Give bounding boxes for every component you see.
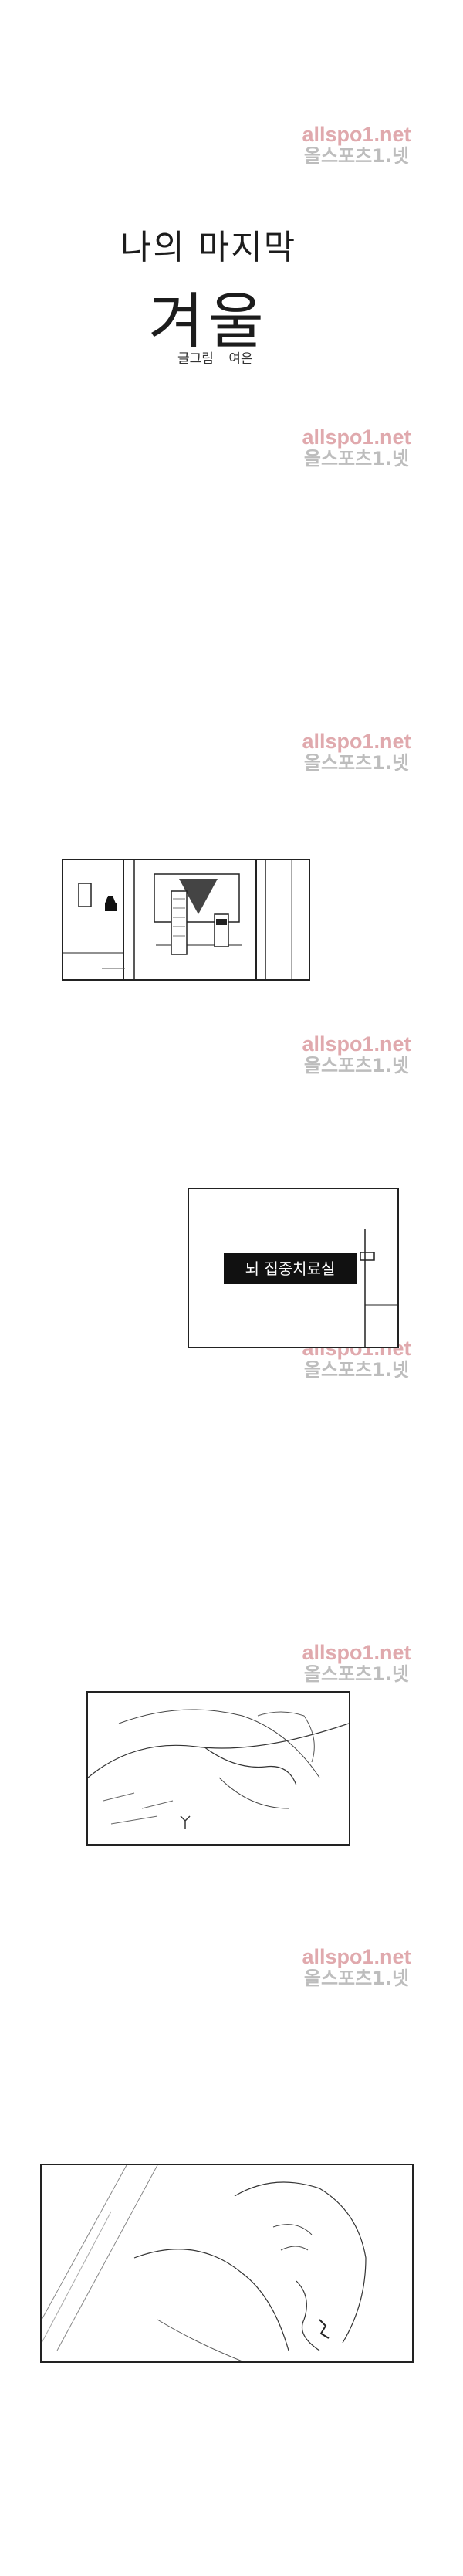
panel-sleeping-closeup	[86, 1691, 350, 1846]
watermark-site-korean: 올스포츠1.넷	[303, 1663, 410, 1686]
watermark-site: allspo1.net	[302, 1945, 411, 1968]
author-credit: 글그림 여은	[177, 347, 264, 367]
watermark-site: allspo1.net	[302, 730, 411, 753]
watermark-site-korean: 올스포츠1.넷	[303, 1968, 410, 1990]
comic-title-line1: 나의 마지막	[120, 228, 297, 267]
watermark: allspo1.net 올스포츠1.넷	[279, 730, 434, 774]
watermark: allspo1.net 올스포츠1.넷	[279, 426, 434, 469]
watermark: allspo1.net 올스포츠1.넷	[279, 1642, 434, 1685]
watermark-site: allspo1.net	[302, 1032, 411, 1056]
watermark-site-korean: 올스포츠1.넷	[303, 1359, 410, 1381]
sleeping-figure-illustration	[88, 1693, 349, 1844]
panel-face-closeup	[40, 2164, 414, 2363]
watermark-site-korean: 올스포츠1.넷	[303, 145, 410, 168]
credit-author: 여은	[228, 351, 253, 367]
comic-title: 나의 마지막 겨울	[85, 219, 332, 360]
watermark-site: allspo1.net	[302, 425, 411, 449]
credit-role: 글그림	[177, 351, 214, 367]
watermark: allspo1.net 올스포츠1.넷	[279, 1033, 434, 1076]
face-closeup-illustration	[42, 2165, 412, 2361]
panel-hallway	[62, 859, 310, 981]
watermark: allspo1.net 올스포츠1.넷	[279, 124, 434, 167]
watermark: allspo1.net 올스포츠1.넷	[279, 1946, 434, 1989]
room-sign-label: 뇌 집중치료실	[224, 1253, 357, 1284]
watermark-site-korean: 올스포츠1.넷	[303, 448, 410, 470]
watermark-site: allspo1.net	[302, 1641, 411, 1664]
comic-title-line2: 겨울	[148, 287, 269, 357]
watermark-site: allspo1.net	[302, 123, 411, 146]
watermark-site-korean: 올스포츠1.넷	[303, 752, 410, 774]
hallway-illustration	[63, 860, 309, 979]
watermark-site-korean: 올스포츠1.넷	[303, 1055, 410, 1077]
